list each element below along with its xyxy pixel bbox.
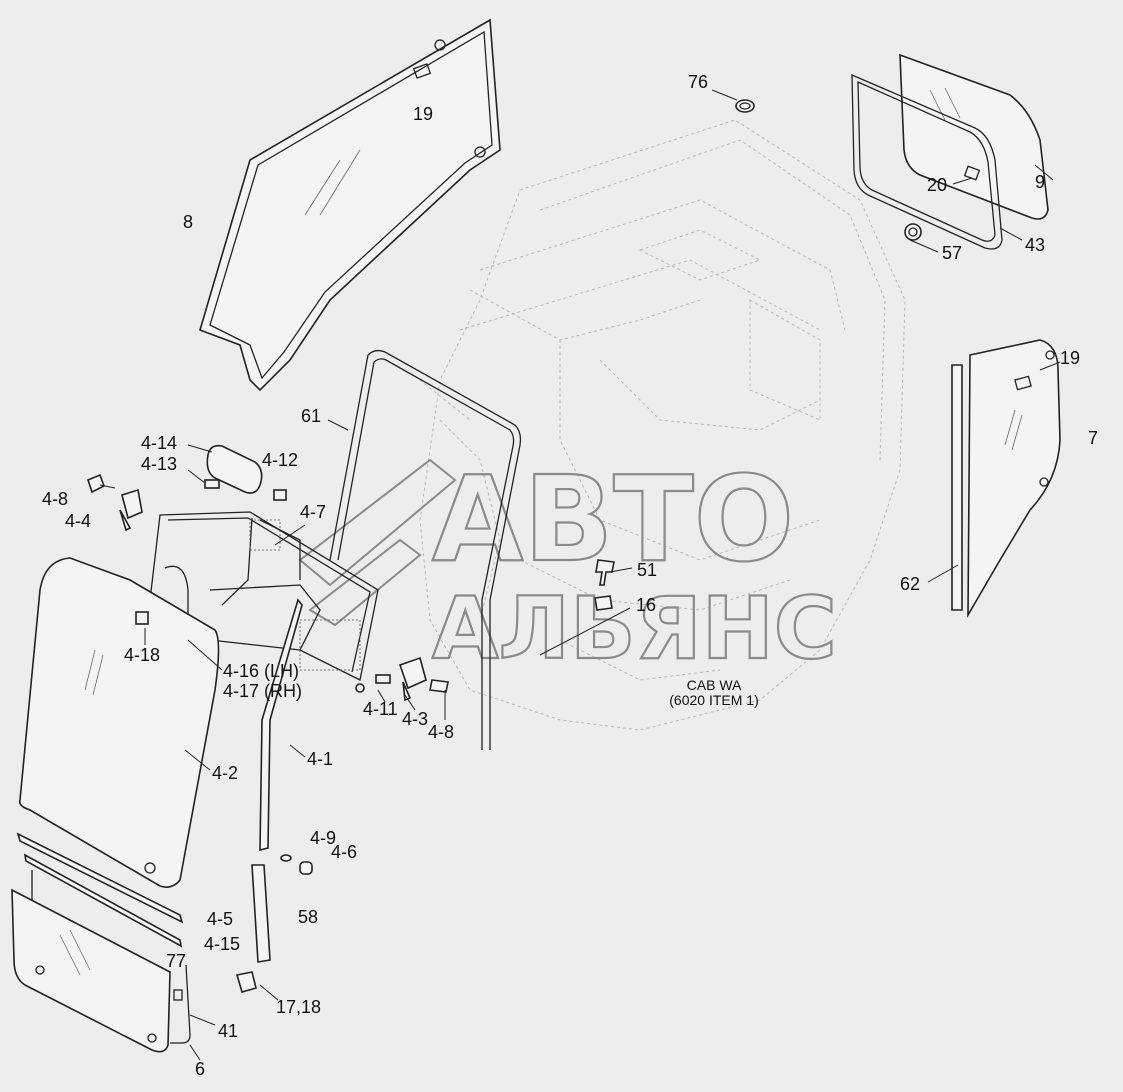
callout-4-3: 4-3 [402,709,428,729]
watermark: АВТО АЛЬЯНС [298,449,838,680]
door-glass-4-2 [18,557,220,888]
clip-17-18 [235,971,257,993]
seal-41 [170,964,191,1044]
callout-6: 6 [195,1059,205,1079]
washer-4-9 [280,854,292,862]
callout-7: 7 [1088,428,1098,448]
watermark-line2: АЛЬЯНС [432,579,837,679]
cab-caption: CAB WA (6020 ITEM 1) [669,677,758,708]
callout-77: 77 [166,951,186,971]
callout-9: 9 [1035,172,1045,192]
strip-4-5 [16,832,184,948]
callout-43: 43 [1025,235,1045,255]
nut-4-18 [135,611,149,625]
leader-lines [144,164,1061,1061]
hinge-4-3 [398,656,427,702]
callout-4-15: 4-15 [204,934,240,954]
callout-4-13: 4-13 [141,454,177,474]
callout-51: 51 [637,560,657,580]
callout-4-6: 4-6 [331,842,357,862]
callout-4-4: 4-4 [65,511,91,531]
callout-4-16: 4-16 (LH) [223,661,299,681]
bolt-4-12 [273,489,287,501]
callout-4-5: 4-5 [207,909,233,929]
callout-58: 58 [298,907,318,927]
rear-glass-9 [899,53,1049,220]
callout-4-18: 4-18 [124,645,160,665]
callout-4-2: 4-2 [212,763,238,783]
callout-4-14: 4-14 [141,433,177,453]
ring-57 [904,223,922,241]
lower-glass-6 [11,870,183,1053]
callout-19-b: 19 [1060,348,1080,368]
rear-side-glass-7 [967,339,1061,619]
caption-line1: CAB WA [687,677,742,693]
callout-61: 61 [301,406,321,426]
caption-line2: (6020 ITEM 1) [669,692,758,708]
callout-4-8-a: 4-8 [42,489,68,509]
callout-4-1: 4-1 [307,749,333,769]
door-seal-61 [329,349,522,750]
strip-62 [951,364,963,611]
bolt-4-8-top [87,473,116,494]
hinge-4-4 [119,488,143,532]
mirror-4-14 [187,444,263,494]
callout-41: 41 [218,1021,238,1041]
callout-4-12: 4-12 [262,450,298,470]
callout-8: 8 [183,212,193,232]
clip-16 [594,595,613,611]
bolt-51 [595,559,615,586]
callout-76: 76 [688,72,708,92]
callout-19: 19 [413,104,433,124]
callout-4-7: 4-7 [300,502,326,522]
callouts: 76 19 8 20 9 43 57 19 7 61 4-14 4-13 4-1… [42,72,1098,1079]
callout-16: 16 [636,595,656,615]
seal-43 [851,74,1003,250]
callout-4-8-b: 4-8 [428,722,454,742]
piece-58 [251,864,271,963]
callout-4-17: 4-17 (RH) [223,681,302,701]
cab-body-outline [419,119,906,731]
callout-17-18: 17,18 [276,997,321,1017]
screw-4-13 [187,469,220,489]
screw-4-11 [355,674,391,693]
callout-62: 62 [900,574,920,594]
grommet-76 [711,89,755,113]
callout-4-11: 4-11 [363,699,398,719]
callout-57: 57 [942,243,962,263]
side-glass-8 [199,18,501,392]
strip-4-1 [259,598,303,852]
cap-4-6 [299,861,313,875]
callout-4-9: 4-9 [310,828,336,848]
callout-20: 20 [927,175,947,195]
bolt-4-8-bottom [429,679,449,693]
